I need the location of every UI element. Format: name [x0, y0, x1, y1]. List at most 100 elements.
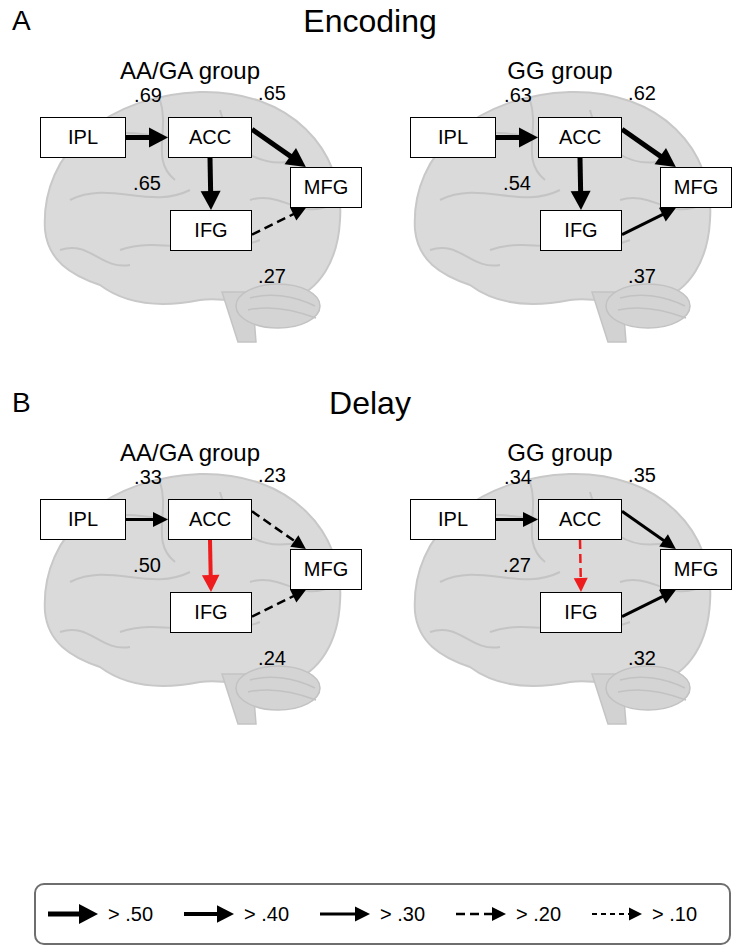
- path-coefficient: .50: [133, 554, 161, 576]
- legend-label: > .10: [652, 903, 697, 925]
- region-box: ACC: [168, 499, 252, 540]
- node-label: ACC: [559, 126, 601, 149]
- legend-label: > .50: [108, 903, 153, 925]
- arrow-head: [285, 148, 306, 167]
- path-arrow: [622, 511, 667, 543]
- arrow-head: [355, 906, 370, 921]
- path-coefficient: .33: [134, 466, 162, 488]
- path-arrow: [126, 518, 158, 521]
- panel-title: Delay: [329, 386, 411, 421]
- region-box: IFG: [540, 210, 622, 251]
- node-label: IPL: [438, 508, 468, 531]
- region-box: ACC: [538, 117, 622, 158]
- region-box: ACC: [168, 117, 252, 158]
- arrow-head: [149, 128, 168, 148]
- region-box: IFG: [540, 592, 622, 633]
- path-arrow: [578, 158, 584, 197]
- connector-group: [622, 590, 676, 617]
- node-label: IFG: [564, 219, 597, 242]
- arrow-head: [202, 575, 220, 592]
- legend-line: [184, 912, 222, 916]
- node-label: ACC: [559, 508, 601, 531]
- node-label: IPL: [438, 126, 468, 149]
- region-box: IPL: [410, 117, 496, 158]
- brain-illustration: [45, 92, 341, 342]
- legend-label: > .40: [244, 903, 289, 925]
- path-arrow: [622, 595, 666, 617]
- arrow-head: [523, 512, 538, 527]
- group-label: AA/GA group: [120, 58, 260, 84]
- arrow-head: [79, 904, 98, 924]
- path-coefficient: .69: [134, 84, 162, 106]
- connector-group: [574, 540, 588, 592]
- path-coefficient: .35: [628, 464, 656, 486]
- panel-title: Encoding: [303, 4, 436, 39]
- path-arrow: [622, 213, 666, 235]
- region-box: MFG: [290, 549, 362, 590]
- arrow-head: [629, 908, 642, 921]
- region-box: IFG: [170, 210, 252, 251]
- connector-group: [126, 512, 168, 527]
- legend-line: [456, 913, 496, 916]
- path-coefficient: .34: [504, 466, 532, 488]
- path-coefficient: .65: [258, 82, 286, 104]
- legend-line: [320, 913, 360, 916]
- connector-group: [252, 511, 306, 549]
- path-arrow: [622, 129, 665, 159]
- arrow-head: [492, 907, 506, 921]
- region-box: IPL: [40, 499, 126, 540]
- region-box: MFG: [290, 167, 362, 208]
- path-coefficient: .23: [258, 464, 286, 486]
- path-arrow: [252, 594, 297, 616]
- legend-sample: [592, 908, 642, 921]
- path-arrow: [252, 212, 297, 234]
- legend-frame: [35, 884, 730, 944]
- arrow-head: [574, 578, 588, 592]
- node-label: IFG: [194, 219, 227, 242]
- legend-label: > .30: [380, 903, 425, 925]
- arrow-head: [659, 208, 676, 222]
- node-label: ACC: [189, 126, 231, 149]
- panel-letter: B: [12, 388, 31, 419]
- brain-illustration: [45, 474, 341, 724]
- node-label: MFG: [674, 176, 718, 199]
- node-label: ACC: [189, 508, 231, 531]
- brain-illustration: [415, 92, 711, 342]
- region-box: IPL: [40, 117, 126, 158]
- arrow-head: [217, 905, 234, 923]
- path-arrow: [252, 129, 295, 159]
- region-box: IFG: [170, 592, 252, 633]
- legend-sample: [184, 905, 234, 923]
- path-arrow: [579, 540, 582, 582]
- region-box: MFG: [660, 167, 732, 208]
- brain-illustration: [415, 474, 711, 724]
- path-coefficient: .62: [628, 82, 656, 104]
- connector-group: [202, 540, 220, 592]
- path-coefficient: .65: [133, 172, 161, 194]
- path-arrow: [208, 158, 214, 197]
- connector-group: [496, 512, 538, 527]
- connector-group: [496, 128, 538, 148]
- group-label: GG group: [507, 58, 612, 84]
- node-label: MFG: [304, 176, 348, 199]
- path-coefficient: .54: [503, 172, 531, 194]
- arrow-head: [659, 534, 676, 549]
- arrow-head: [290, 590, 306, 603]
- path-coefficient: .24: [258, 647, 286, 669]
- path-arrow: [252, 511, 298, 543]
- legend-sample: [48, 904, 98, 924]
- arrow-head: [290, 535, 305, 549]
- node-label: IPL: [68, 508, 98, 531]
- connector-group: [201, 158, 221, 210]
- node-label: MFG: [674, 558, 718, 581]
- path-arrow: [496, 518, 528, 521]
- path-coefficient: .27: [503, 554, 531, 576]
- arrow-head: [571, 191, 591, 210]
- connector-group: [571, 158, 591, 210]
- region-box: MFG: [660, 549, 732, 590]
- node-label: IFG: [194, 601, 227, 624]
- legend-line: [592, 913, 633, 915]
- legend-label: > .20: [516, 903, 561, 925]
- region-box: IPL: [410, 499, 496, 540]
- legend-sample: [456, 907, 506, 921]
